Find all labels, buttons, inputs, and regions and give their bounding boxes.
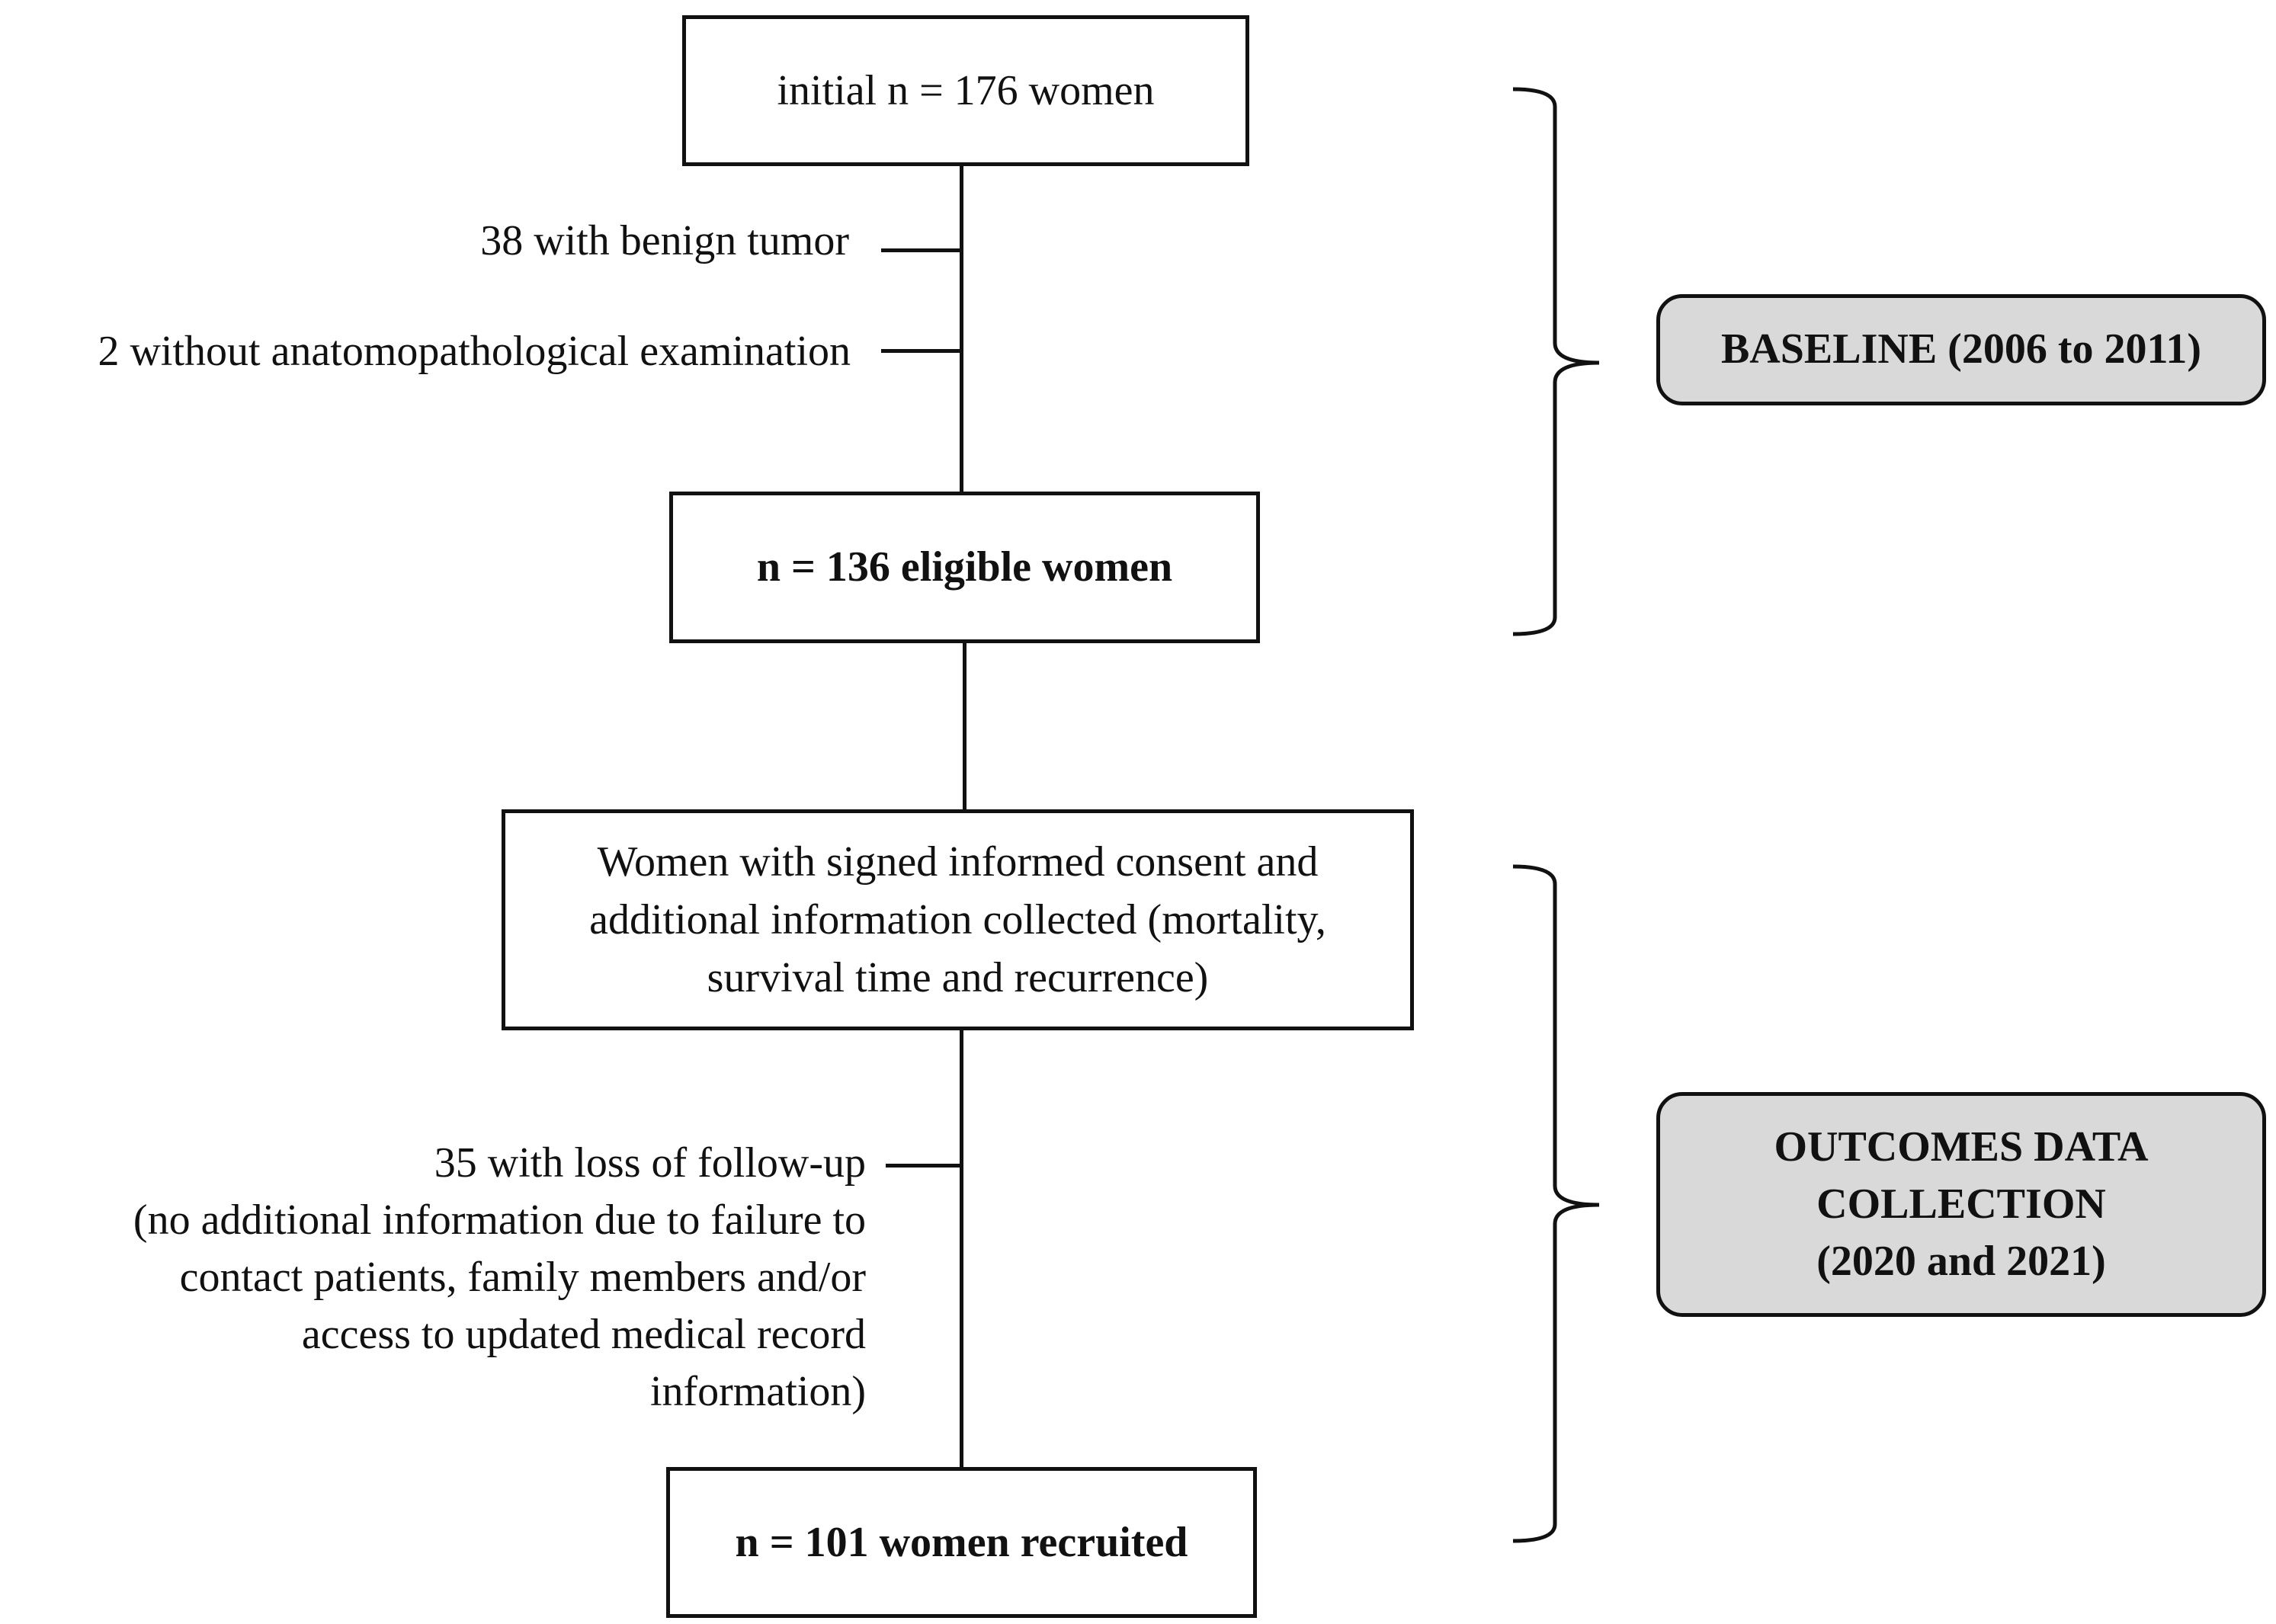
eligible-box: n = 136 eligible women: [669, 492, 1260, 643]
exclusion-benign-text: 38 with benign tumor: [480, 217, 849, 264]
consent-box: Women with signed informed consent and a…: [502, 809, 1414, 1030]
branch-loss: [886, 1164, 962, 1168]
connector-initial-to-eligible: [960, 164, 963, 493]
initial-box: initial n = 176 women: [682, 15, 1249, 166]
baseline-label-text: BASELINE (2006 to 2011): [1720, 325, 2202, 373]
consent-text: Women with signed informed consent and a…: [589, 838, 1326, 1002]
branch-benign: [881, 248, 962, 252]
outcomes-bracket: [1512, 864, 1600, 1543]
outcomes-label-text: OUTCOMES DATA COLLECTION (2020 and 2021): [1774, 1123, 2149, 1286]
loss-followup-text: 35 with loss of follow-up (no additional…: [133, 1139, 866, 1416]
recruited-text: n = 101 women recruited: [735, 1518, 1188, 1566]
exclusion-no-exam-text: 2 without anatomopathological examinatio…: [98, 328, 851, 375]
baseline-label: BASELINE (2006 to 2011): [1656, 294, 2266, 405]
recruited-box: n = 101 women recruited: [666, 1467, 1257, 1618]
outcomes-label: OUTCOMES DATA COLLECTION (2020 and 2021): [1656, 1092, 2266, 1317]
initial-text: initial n = 176 women: [777, 66, 1155, 114]
connector-consent-to-recruited: [960, 1030, 963, 1469]
connector-eligible-to-consent: [963, 643, 966, 811]
eligible-text: n = 136 eligible women: [756, 543, 1173, 591]
branch-no-exam: [881, 349, 962, 353]
baseline-bracket: [1512, 87, 1600, 636]
